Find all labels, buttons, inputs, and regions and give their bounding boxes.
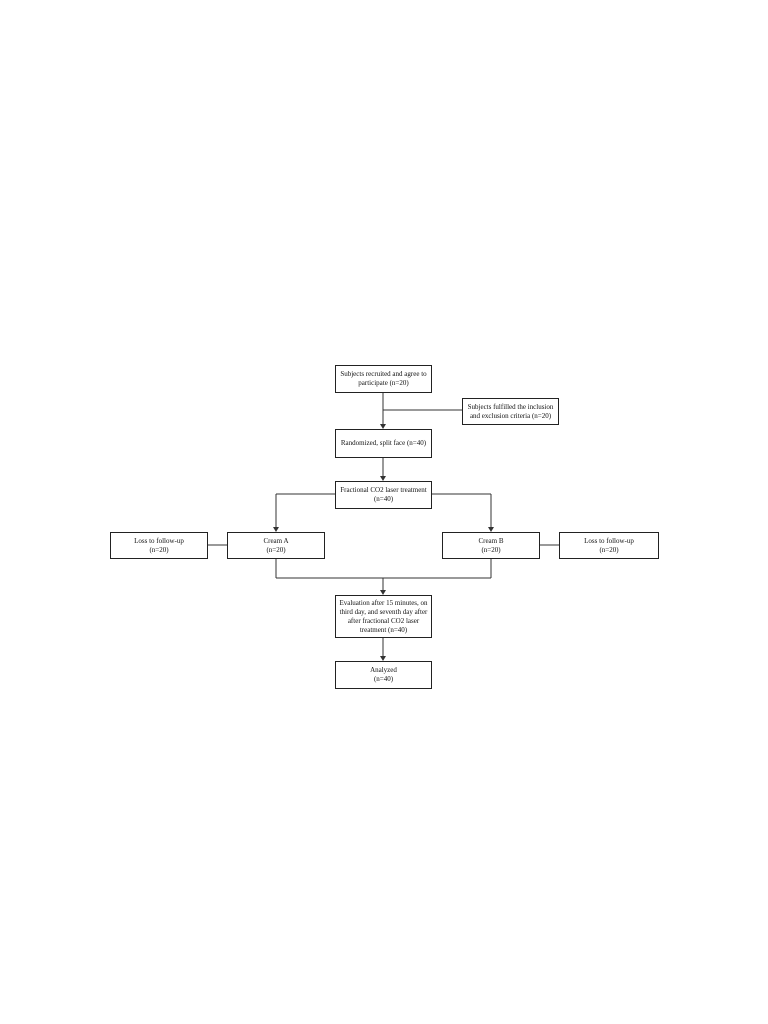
randomized-text-1: Randomized, split face (n=40)	[340, 439, 427, 447]
arrowhead-cream-b	[488, 527, 494, 532]
criteria-box: Subjects fulfilled the inclusion and exc…	[462, 398, 559, 425]
randomized-box: Randomized, split face (n=40)	[335, 429, 432, 458]
arrowhead-evaluation	[380, 590, 386, 595]
arrowhead-randomized	[380, 424, 386, 429]
cream-b-text-1: Cream B	[478, 536, 504, 545]
arrowhead-analyzed	[380, 656, 386, 661]
analyzed-box: Analyzed (n=40)	[335, 661, 432, 689]
recruited-text-2: participate (n=20)	[358, 379, 409, 387]
recruited-box: Subjects recruited and agree to particip…	[335, 365, 432, 393]
laser-text-2: (n=40)	[373, 495, 394, 503]
recruited-text-1: Subjects recruited and agree to	[340, 370, 427, 378]
laser-box: Fractional CO2 laser treatment (n=40)	[335, 481, 432, 509]
analyzed-text-2: (n=40)	[373, 675, 394, 683]
cream-a-text-2: (n=20)	[266, 545, 286, 554]
cream-a-text-1: Cream A	[263, 536, 289, 545]
loss-a-text-1: Loss to follow-up	[134, 536, 184, 545]
cream-a-box: Cream A (n=20)	[227, 532, 325, 559]
loss-b-text-2: (n=20)	[599, 545, 619, 554]
loss-follow-up-a-box: Loss to follow-up (n=20)	[110, 532, 208, 559]
criteria-text-1: Subjects fulfilled the inclusion	[467, 402, 554, 411]
criteria-text-2: and exclusion criteria (n=20)	[469, 411, 552, 420]
loss-b-text-1: Loss to follow-up	[584, 536, 634, 545]
analyzed-text-1: Analyzed	[370, 666, 397, 674]
evaluation-text-3: after fractional CO2 laser	[347, 616, 420, 625]
evaluation-text-4: treatment (n=40)	[359, 625, 408, 634]
cream-b-box: Cream B (n=20)	[442, 532, 540, 559]
arrowhead-cream-a	[273, 527, 279, 532]
evaluation-text-1: Evaluation after 15 minutes, on	[339, 598, 428, 607]
laser-text-1: Fractional CO2 laser treatment	[340, 486, 427, 494]
loss-follow-up-b-box: Loss to follow-up (n=20)	[559, 532, 659, 559]
loss-a-text-2: (n=20)	[149, 545, 169, 554]
cream-b-text-2: (n=20)	[481, 545, 501, 554]
evaluation-box: Evaluation after 15 minutes, on third da…	[335, 595, 432, 638]
evaluation-text-2: third day, and seventh day after	[339, 607, 428, 616]
arrowhead-laser	[380, 476, 386, 481]
